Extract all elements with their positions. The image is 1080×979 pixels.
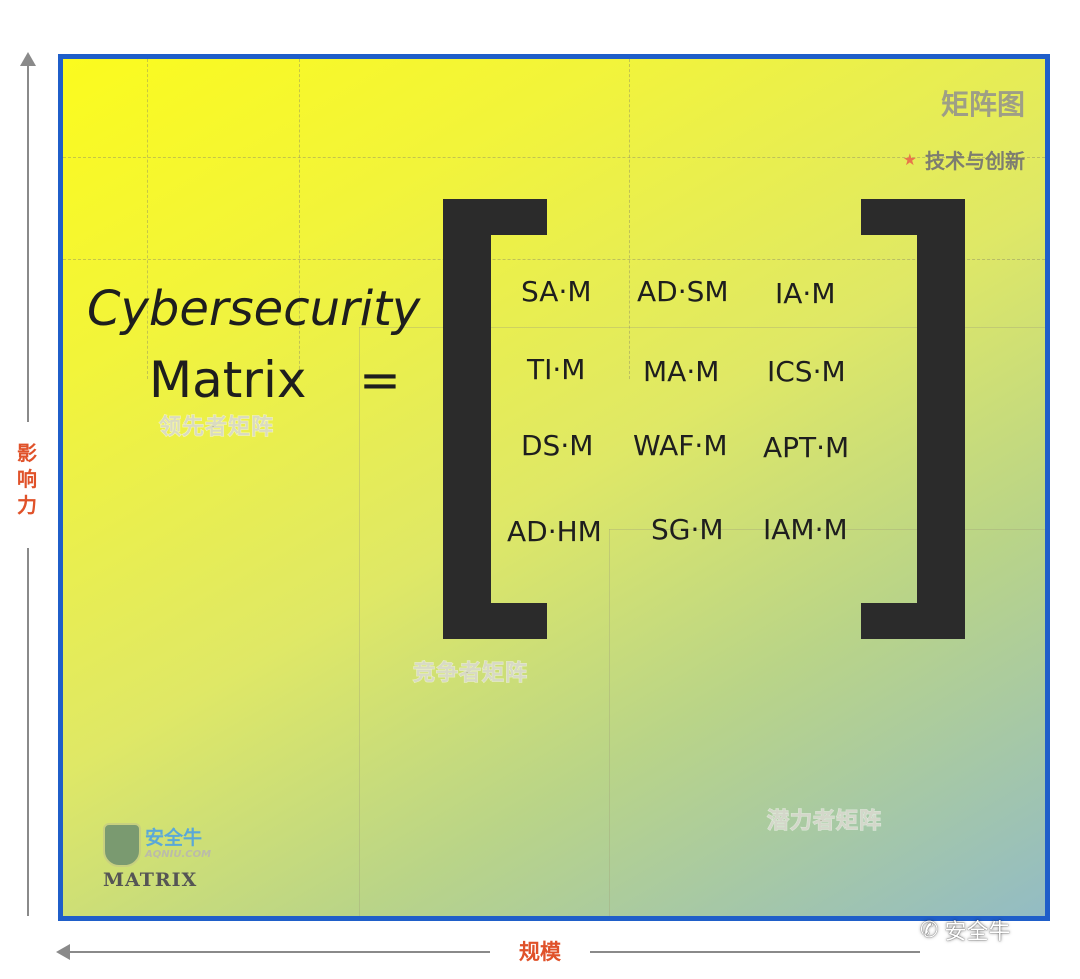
matrix-cell: AD·HM [507, 515, 602, 548]
matrix-cell: AD·SM [637, 275, 729, 308]
brand-logo-name: 安全牛 [145, 827, 203, 849]
star-icon: ★ [902, 150, 917, 169]
matrix-title: 矩阵图 [940, 88, 1025, 121]
matrix-cell: SA·M [521, 275, 592, 308]
grid-line [299, 59, 300, 379]
matrix-panel: 矩阵图 ★ 技术与创新 领先者矩阵 竞争者矩阵 潜力者矩阵 Cybersecur… [58, 54, 1050, 921]
grid-line [63, 157, 1045, 158]
left-bracket-bottom [443, 603, 547, 639]
matrix-cell: MA·M [643, 355, 720, 388]
wechat-icon: ✆ [920, 917, 939, 943]
grid-line [147, 59, 148, 379]
legend: ★ 技术与创新 [903, 145, 1025, 174]
x-axis-line-right [590, 951, 920, 953]
matrix-cell: APT·M [763, 431, 850, 464]
y-axis-label: 影响力 [17, 441, 37, 517]
grid-line [629, 59, 630, 379]
quadrant-divider [609, 529, 610, 916]
right-bracket-bottom [861, 603, 965, 639]
quadrant-divider [359, 327, 360, 916]
equation-sign: = [359, 351, 401, 409]
watermark-text: 安全牛 [944, 920, 1011, 945]
left-bracket-top [443, 199, 547, 235]
matrix-cell: DS·M [521, 429, 594, 462]
equation-word-cybersecurity: Cybersecurity [87, 281, 421, 337]
x-axis-label: 规模 [519, 940, 561, 964]
brand-logo-sub: MATRIX [103, 869, 198, 891]
right-bracket [917, 199, 965, 639]
y-axis-arrow [20, 52, 36, 66]
matrix-cell: SG·M [651, 513, 724, 546]
y-axis-line-lower [27, 548, 29, 916]
right-bracket-top [861, 199, 965, 235]
left-bracket [443, 199, 491, 639]
grid-line [63, 259, 1045, 260]
x-axis-arrow [56, 944, 70, 960]
x-axis-line [70, 951, 490, 953]
matrix-cell: ICS·M [767, 355, 846, 388]
quadrant-leader-label: 领先者矩阵 [158, 415, 275, 441]
matrix-cell: IAM·M [763, 513, 848, 546]
matrix-cell: TI·M [527, 353, 586, 386]
shield-icon [103, 823, 141, 867]
watermark: ✆ 安全牛 [920, 914, 1010, 946]
quadrant-potential-label: 潜力者矩阵 [766, 809, 883, 835]
quadrant-divider [359, 327, 1045, 328]
quadrant-divider [609, 529, 1045, 530]
quadrant-competitor-label: 竞争者矩阵 [412, 661, 529, 687]
equation-word-matrix: Matrix [149, 351, 307, 409]
matrix-cell: IA·M [775, 277, 836, 310]
brand-logo-url: AQNIU.COM [145, 849, 212, 860]
y-axis-line [27, 62, 29, 422]
legend-label: 技术与创新 [925, 149, 1025, 173]
matrix-cell: WAF·M [633, 429, 728, 462]
